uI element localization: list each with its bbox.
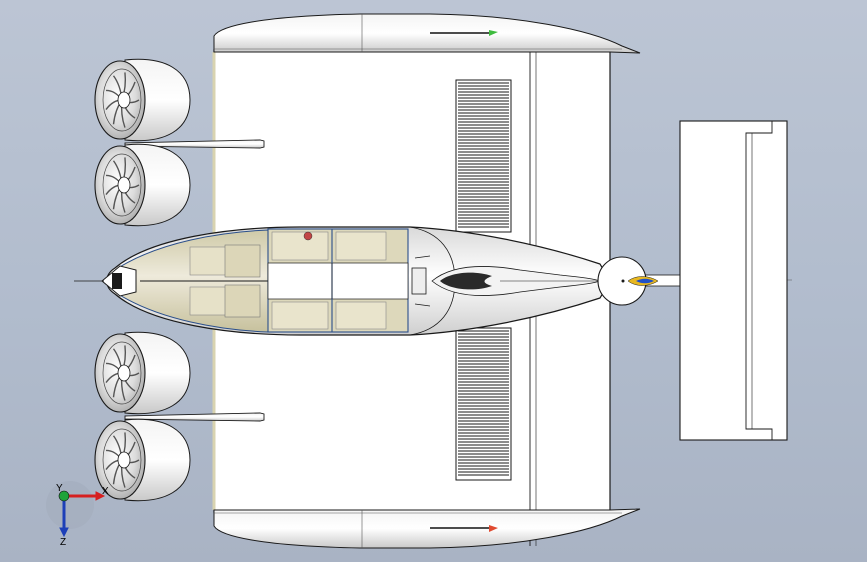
triad-x-label: X bbox=[102, 486, 109, 497]
louver-panel-bottom bbox=[455, 327, 512, 481]
nose-cone bbox=[74, 265, 137, 297]
passenger-cabin bbox=[267, 228, 409, 333]
triad-z-label: Z bbox=[60, 537, 66, 548]
triad-y-label: Y bbox=[56, 483, 63, 494]
nav-light-red bbox=[489, 525, 498, 532]
ducted-fan-2 bbox=[94, 143, 191, 227]
cockpit-canopy bbox=[117, 229, 269, 333]
nav-light-green bbox=[489, 30, 498, 36]
horizontal-stabilizer bbox=[679, 120, 788, 441]
ducted-fan-1 bbox=[94, 58, 191, 142]
wingtip-fairing-top bbox=[213, 13, 641, 54]
wingtip-fairing-bottom bbox=[213, 508, 641, 549]
louver-panel-top bbox=[455, 79, 512, 233]
engine-pylon-bottom bbox=[124, 412, 265, 422]
ducted-fan-3 bbox=[94, 331, 191, 415]
coordinate-triad-icon: X Y Z bbox=[46, 481, 109, 548]
ducted-fan-4 bbox=[94, 418, 191, 502]
propeller-hub bbox=[597, 256, 659, 306]
